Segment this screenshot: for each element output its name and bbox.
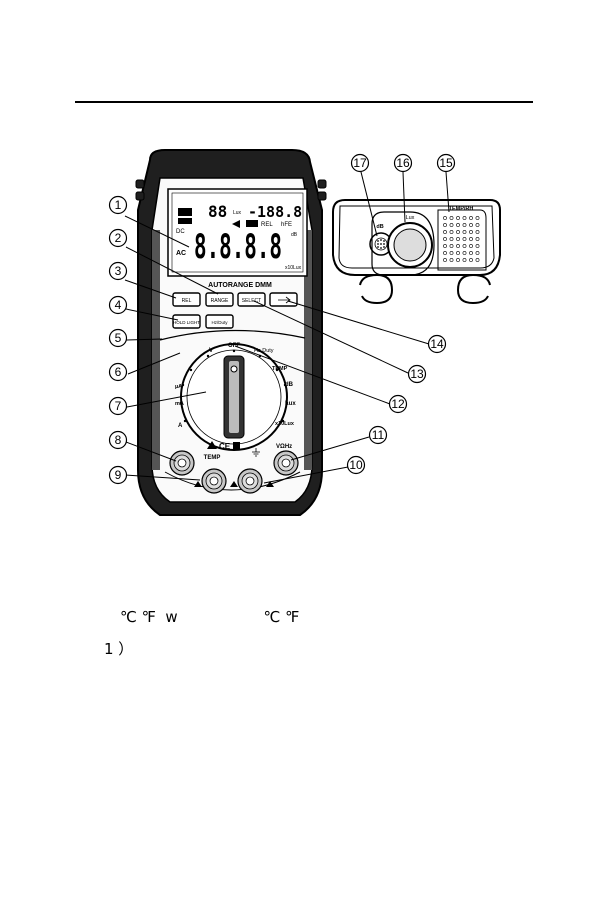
lcd-mode-dc: DC (176, 229, 185, 235)
callout-number: 8 (115, 433, 122, 447)
callout-number: 15 (439, 156, 453, 170)
dial-label-v: V (209, 348, 213, 354)
callout-number: 9 (115, 468, 122, 482)
lcd-unit-x10lux: x10Lux (285, 265, 302, 271)
hold-light-button-label: HOLD LIGHT (173, 320, 200, 325)
callout-5: 5 (110, 330, 127, 347)
jack-temp[interactable] (170, 451, 194, 475)
callout-number: 2 (115, 231, 122, 245)
jack-a[interactable] (202, 469, 226, 493)
lcd-rel: REL (261, 222, 273, 228)
callout-14: 14 (429, 336, 446, 353)
range-button-label: RANGE (211, 298, 229, 304)
dial-label-vhz: VΩHz (276, 444, 292, 450)
ce-mark: CE (219, 442, 231, 451)
callout-1: 1 (110, 197, 127, 214)
dial-label-off: OFF (228, 343, 240, 349)
callout-number: 16 (396, 156, 410, 170)
callout-number: 13 (410, 367, 424, 381)
callout-number: 7 (115, 399, 122, 413)
caption-line-1: ℃ ℉ w ℃ ℉ (120, 608, 299, 626)
label-temp-rh: TEMP/RH (449, 206, 474, 212)
callout-3: 3 (110, 263, 127, 280)
meter-top-view: dB Lux TEMP/RH (333, 200, 500, 303)
lcd-unit-db: dB (291, 232, 298, 238)
callout-6: 6 (110, 364, 127, 381)
lcd-aux-value: -188.8 (248, 203, 302, 221)
lcd-display: 88 Lux -188.8 DC AC 8.8.8.8 REL hFE dB x… (168, 189, 307, 276)
callout-2: 2 (110, 230, 127, 247)
range-button[interactable]: RANGE (206, 293, 233, 306)
callout-15: 15 (438, 155, 455, 172)
callout-7: 7 (110, 398, 127, 415)
jack-v-ohm[interactable] (274, 451, 298, 475)
lcd-sub-unit: Lux (233, 210, 242, 216)
lcd-sub-digits: 88 (208, 202, 227, 221)
hz-duty-button-label: Hz/Duty (211, 320, 228, 325)
callout-number: 12 (391, 397, 405, 411)
callout-number: 14 (430, 337, 444, 351)
dial-label-a: A (178, 423, 183, 429)
lcd-mode-ac: AC (176, 250, 186, 257)
callout-12: 12 (390, 396, 407, 413)
callout-17: 17 (352, 155, 369, 172)
hold-light-button[interactable]: HOLD LIGHT (173, 315, 200, 328)
jack-com[interactable] (238, 469, 262, 493)
callout-number: 1 (115, 198, 122, 212)
callout-13: 13 (409, 366, 426, 383)
caption-line-2: 1 ） (104, 638, 133, 659)
callout-10: 10 (348, 457, 365, 474)
backlight-button[interactable] (270, 293, 297, 306)
callout-16: 16 (395, 155, 412, 172)
lcd-hfe: hFE (281, 222, 292, 228)
dial-label-temp: TEMP (272, 366, 288, 372)
dial-label-ma: mA (175, 401, 184, 407)
rel-button[interactable]: REL (173, 293, 200, 306)
callout-9: 9 (110, 467, 127, 484)
callout-number: 10 (349, 458, 363, 472)
callout-number: 5 (115, 331, 122, 345)
label-lux: Lux (406, 215, 415, 221)
callout-number: 3 (115, 264, 122, 278)
dial-label-lux: Lux (285, 401, 296, 407)
callout-number: 17 (353, 156, 367, 170)
lcd-main-digits: 8.8.8.8 (194, 227, 282, 267)
label-db: dB (376, 224, 383, 230)
rel-button-label: REL (182, 298, 192, 304)
callout-number: 11 (372, 428, 385, 442)
callout-11: 11 (370, 427, 387, 444)
callout-number: 4 (115, 298, 122, 312)
dial-label-ua: µA (175, 384, 182, 390)
callout-number: 6 (115, 365, 122, 379)
hz-duty-button[interactable]: Hz/Duty (206, 315, 233, 328)
dial-label-hz-duty: Hz Duty (254, 348, 274, 354)
callout-8: 8 (110, 432, 127, 449)
dial-label-db: dB (285, 382, 294, 388)
terminal-label-temp: TEMP (204, 455, 221, 461)
panel-header: AUTORANGE DMM (208, 282, 272, 289)
dial-label-x10lux: x10Lux (275, 421, 295, 427)
callout-4: 4 (110, 297, 127, 314)
